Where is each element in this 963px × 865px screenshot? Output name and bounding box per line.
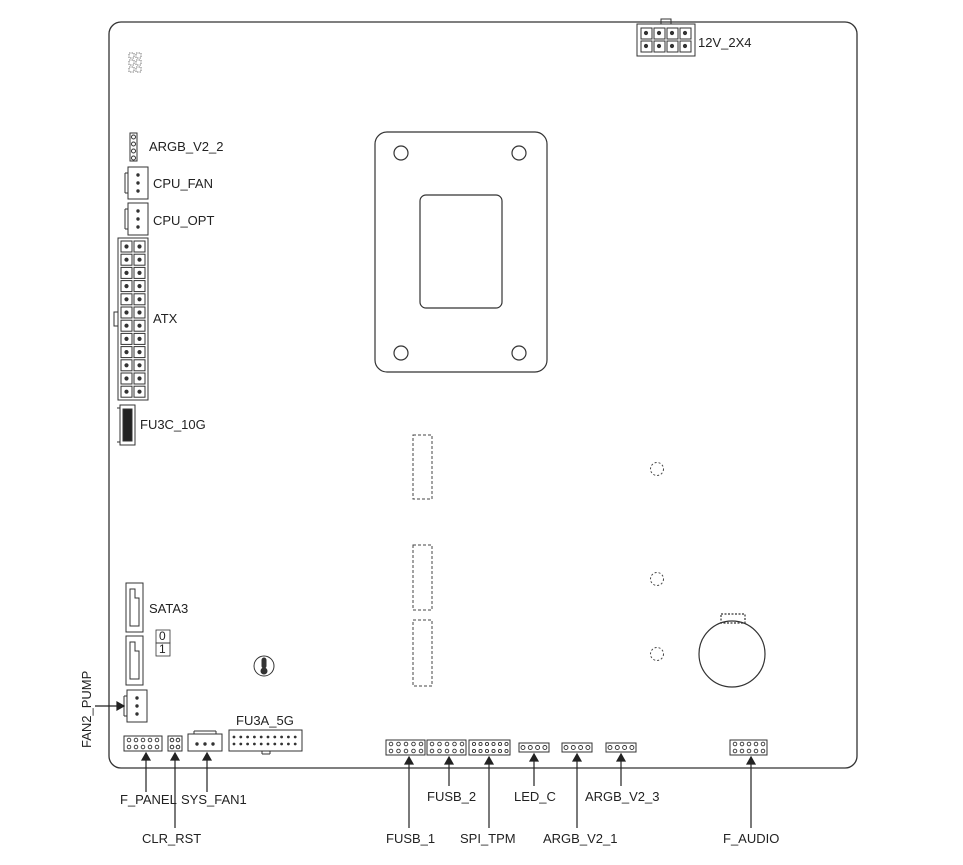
- label-12v-2x4: 12V_2X4: [698, 35, 752, 50]
- label-fu3a-5g: FU3A_5G: [236, 713, 294, 728]
- sata-port-number-boxes: [155, 629, 171, 657]
- header-clr-rst: [167, 735, 183, 752]
- label-fusb-1: FUSB_1: [386, 831, 436, 846]
- m2-slot-3: [412, 619, 433, 687]
- header-fu3a-5g: [228, 729, 303, 755]
- m2-slot-2: [412, 544, 433, 611]
- header-cpu-fan: [124, 166, 149, 200]
- header-led-c: [518, 742, 550, 753]
- label-f-audio: F_AUDIO: [723, 831, 780, 846]
- connector-atx: [113, 237, 149, 401]
- callout-lines: [95, 700, 757, 828]
- label-clr-rst: CLR_RST: [142, 831, 202, 846]
- m2-standoffs: [650, 462, 664, 661]
- connector-12v-2x4: [636, 18, 696, 57]
- label-cpu-fan: CPU_FAN: [153, 176, 213, 191]
- header-fusb-1: [385, 739, 426, 756]
- label-sata-port-1: 1: [159, 642, 166, 656]
- cpu-socket: [374, 131, 548, 373]
- sata3-port-1: [125, 635, 144, 686]
- label-sys-fan1: SYS_FAN1: [181, 792, 247, 807]
- label-argb-v2-3: ARGB_V2_3: [585, 789, 660, 804]
- label-argb-v2-2: ARGB_V2_2: [149, 139, 224, 154]
- header-argb-v2-2: [129, 132, 138, 162]
- cmos-battery: [698, 613, 766, 688]
- header-fusb-2: [426, 739, 467, 756]
- label-sata3: SATA3: [149, 601, 189, 616]
- board-mark-top-left: [128, 52, 142, 73]
- label-sata-port-0: 0: [159, 629, 166, 643]
- header-f-audio: [729, 739, 768, 756]
- sata3-port-0: [125, 582, 144, 633]
- board-outline: [108, 21, 858, 769]
- header-argb-v2-1: [561, 742, 593, 753]
- label-fusb-2: FUSB_2: [427, 789, 477, 804]
- connector-fu3c-10g: [117, 404, 136, 446]
- label-cpu-opt: CPU_OPT: [153, 213, 215, 228]
- m2-slot-1: [412, 434, 433, 500]
- label-fu3c-10g: FU3C_10G: [140, 417, 206, 432]
- header-fan2-pump: [123, 689, 148, 723]
- header-cpu-opt: [124, 202, 149, 236]
- header-sys-fan1: [187, 730, 223, 752]
- header-spi-tpm: [468, 739, 511, 756]
- thermal-sensor-icon: [253, 655, 275, 677]
- label-f-panel: F_PANEL: [120, 792, 177, 807]
- label-atx: ATX: [153, 311, 178, 326]
- label-argb-v2-1: ARGB_V2_1: [543, 831, 618, 846]
- header-argb-v2-3: [605, 742, 637, 753]
- label-spi-tpm: SPI_TPM: [460, 831, 516, 846]
- label-fan2-pump: FAN2_PUMP: [79, 670, 94, 748]
- header-f-panel: [123, 735, 163, 752]
- label-led-c: LED_C: [514, 789, 556, 804]
